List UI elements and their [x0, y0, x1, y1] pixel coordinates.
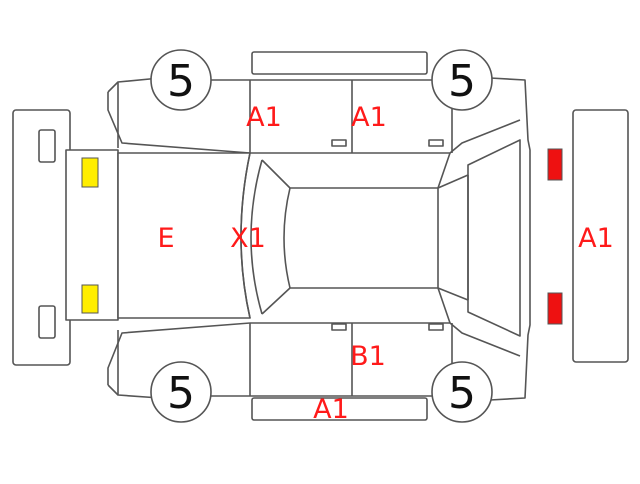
code-hood: E — [157, 223, 174, 254]
code-left-front-door: A1 — [246, 102, 282, 133]
code-windshield: X1 — [230, 223, 266, 254]
wheel-rear-left — [431, 49, 493, 111]
code-right-rear-door: B1 — [350, 341, 386, 372]
tire-rear-right-value: 5 — [448, 368, 476, 419]
front-lamp-bottom — [81, 284, 99, 314]
wheel-front-right — [150, 361, 212, 423]
tire-rear-left-value: 5 — [448, 56, 476, 107]
tire-front-right-value: 5 — [167, 368, 195, 419]
rear-lamp-bottom — [547, 292, 563, 325]
rear-lamp-top — [547, 148, 563, 181]
bottom-sill — [251, 397, 428, 421]
front-bumper — [12, 109, 71, 366]
wheel-front-left — [150, 49, 212, 111]
front-lamp-top — [81, 157, 99, 188]
cabin — [240, 139, 521, 337]
tire-front-left-value: 5 — [167, 56, 195, 107]
rear-bumper — [572, 109, 629, 363]
code-left-rear-door: A1 — [351, 102, 387, 133]
wheel-rear-right — [431, 361, 493, 423]
code-right-sill: A1 — [313, 394, 349, 425]
top-sill — [251, 51, 428, 75]
code-rear-bumper: A1 — [578, 223, 614, 254]
